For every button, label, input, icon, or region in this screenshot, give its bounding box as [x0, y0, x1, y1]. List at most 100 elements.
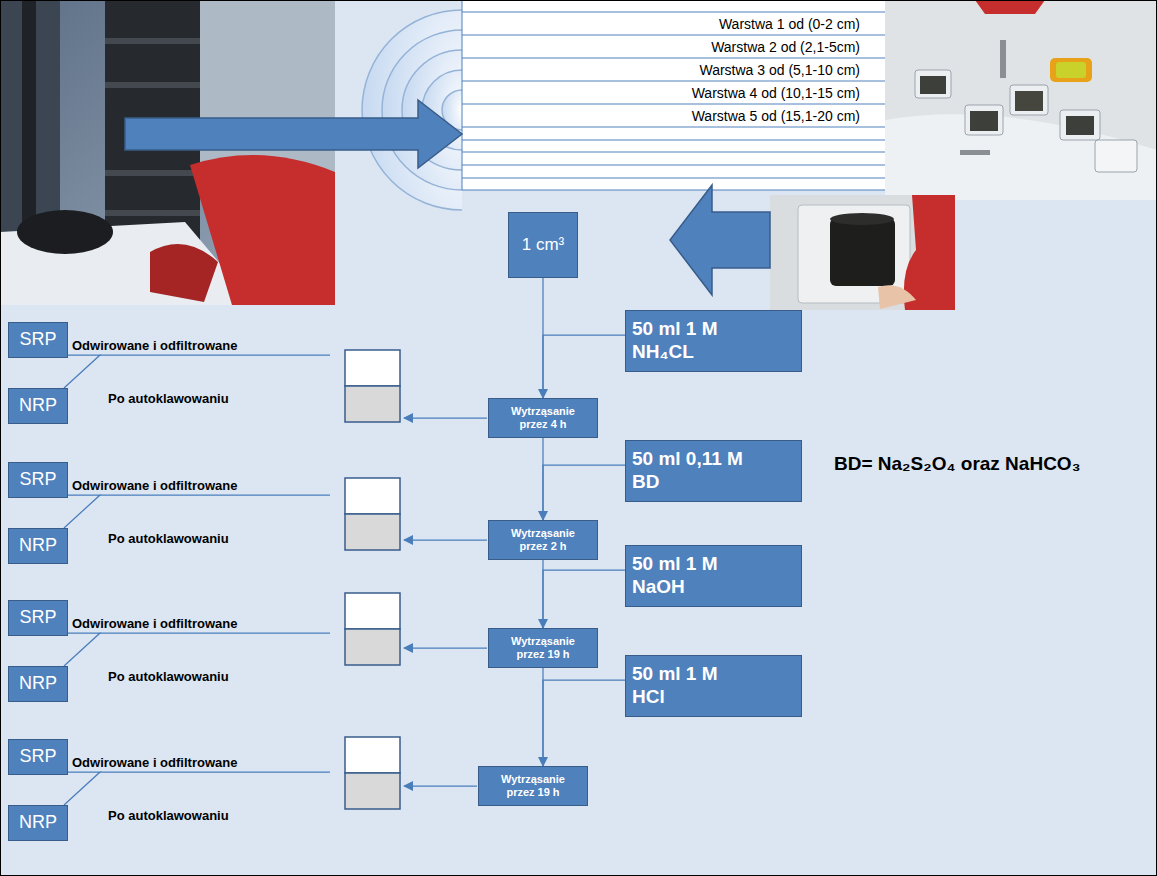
photo-rod — [22, 0, 36, 235]
container — [965, 105, 1003, 135]
reagent-box: 50 ml 0,11 M BD — [625, 440, 802, 502]
table-line — [462, 12, 885, 13]
knife — [1000, 40, 1006, 78]
tube-arrow — [404, 417, 487, 418]
layer-label: Warstwa 4 od (10,1-15 cm) — [692, 85, 860, 101]
tube-sediment — [345, 773, 400, 809]
node-text: NRP — [19, 673, 57, 695]
fraction-box: NRP — [8, 666, 68, 702]
fraction-line — [100, 354, 330, 355]
fraction-line — [100, 771, 330, 772]
table-line — [462, 178, 885, 179]
flow-connector — [64, 355, 100, 388]
step-note: Odwirowane i odfiltrowane — [72, 338, 237, 354]
fraction-box: SRP — [8, 462, 68, 498]
node-text: SRP — [19, 746, 56, 768]
sediment-disc — [17, 210, 113, 254]
tube-supernatant — [345, 737, 400, 773]
table-line — [462, 152, 885, 153]
layer-label: Warstwa 5 od (15,1-20 cm) — [692, 108, 860, 124]
flow-connector — [543, 465, 625, 520]
layer-table — [362, 0, 885, 210]
flow-connector — [543, 680, 625, 766]
node-text: 50 ml 0,11 M BD — [632, 448, 750, 494]
sediment — [970, 111, 998, 131]
node-text: SRP — [19, 607, 56, 629]
core-slice-photo — [770, 195, 955, 310]
node-text: 50 ml 1 M NaOH — [632, 553, 742, 599]
tube-leads — [100, 355, 487, 786]
tube-arrow — [404, 539, 487, 540]
node-text: NRP — [19, 395, 57, 417]
photo-ground — [770, 195, 955, 310]
core-band — [105, 170, 200, 176]
table-line — [462, 104, 885, 105]
knife — [960, 150, 990, 155]
process-box: Wytrząsanie przez 19 h — [478, 766, 588, 806]
table-line — [462, 0, 463, 190]
flow-connector — [543, 570, 625, 628]
flow-connector — [64, 495, 100, 528]
fraction-box: SRP — [8, 600, 68, 636]
process-box: Wytrząsanie przez 2 h — [488, 520, 598, 560]
flow-connector — [543, 335, 625, 398]
photo-jacket — [904, 195, 955, 310]
tube-supernatant — [345, 478, 400, 514]
tube-supernatant — [345, 593, 400, 629]
fraction-box: NRP — [8, 528, 68, 564]
layer-label: Warstwa 3 od (5,1-10 cm) — [699, 62, 860, 78]
reagent-box: 50 ml 1 M NH₄CL — [625, 310, 802, 372]
tube-supernatant — [345, 350, 400, 386]
step-note: Odwirowane i odfiltrowane — [72, 478, 237, 494]
sediment — [920, 76, 946, 94]
tube-sediment — [345, 514, 400, 550]
sediment-core — [830, 218, 895, 286]
layer-label: Warstwa 2 od (2,1-5cm) — [711, 39, 860, 55]
flow-connector — [64, 633, 100, 666]
node-text: Wytrząsanie przez 4 h — [503, 405, 583, 431]
step-note: Po autoklawowaniu — [108, 391, 229, 407]
fraction-line — [100, 632, 330, 633]
node-text: NRP — [19, 812, 57, 834]
table-line — [462, 81, 885, 82]
node-text: Wytrząsanie przez 19 h — [493, 773, 573, 799]
container — [915, 70, 951, 98]
step-note: Odwirowane i odfiltrowane — [72, 616, 237, 632]
photo-jacket — [190, 155, 335, 305]
core-band — [105, 38, 200, 44]
node-text: SRP — [19, 469, 56, 491]
tube-arrow — [404, 647, 487, 648]
core-band — [105, 82, 200, 88]
layer-label: Warstwa 1 od (0-2 cm) — [719, 16, 860, 32]
table-line — [462, 140, 885, 141]
process-box: Wytrząsanie przez 19 h — [488, 628, 598, 668]
step-note: Po autoklawowaniu — [108, 669, 229, 685]
step-note: Po autoklawowaniu — [108, 808, 229, 824]
flow-connector — [64, 772, 100, 805]
photo-snow — [885, 114, 1157, 200]
block-arrow — [125, 100, 462, 168]
core-sampling-photo — [0, 0, 335, 305]
lid-inner — [1056, 62, 1086, 78]
tube-icons — [345, 350, 400, 809]
node-text: Wytrząsanie przez 19 h — [503, 635, 583, 661]
step-note: Odwirowane i odfiltrowane — [72, 755, 237, 771]
node-text: 1 cm³ — [522, 235, 565, 255]
node-text: 50 ml 1 M HCl — [632, 663, 742, 709]
table-lines — [462, 0, 885, 190]
sediment — [1066, 116, 1094, 135]
node-text: Wytrząsanie przez 2 h — [503, 527, 583, 553]
samples-photo — [885, 0, 1157, 200]
layer-arc — [362, 10, 462, 210]
table-line — [462, 190, 885, 191]
node-text: 50 ml 1 M NH₄CL — [632, 318, 742, 364]
photo-ground — [0, 0, 335, 305]
photo-jacket — [975, 0, 1045, 14]
table-ground — [462, 0, 885, 190]
fraction-box: NRP — [8, 388, 68, 424]
fraction-box: SRP — [8, 739, 68, 775]
